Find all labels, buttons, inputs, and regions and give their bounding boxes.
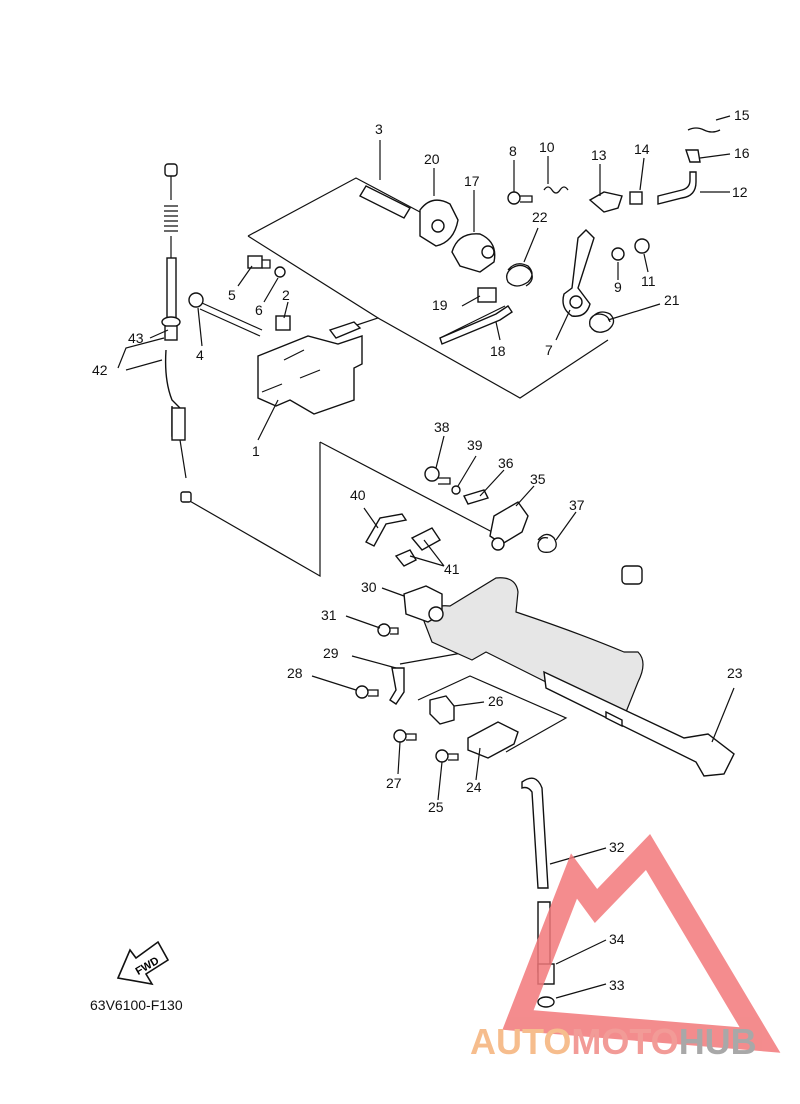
watermark: AUTOMOTOHUB: [470, 833, 781, 1062]
callout-15: 15: [734, 107, 750, 123]
callout-10: 10: [539, 139, 555, 155]
callout-35: 35: [530, 471, 546, 487]
callout-6: 6: [255, 302, 263, 318]
svg-text:AUTOMOTOHUB: AUTOMOTOHUB: [470, 1021, 757, 1062]
callout-34: 34: [609, 931, 625, 947]
callout-27: 27: [386, 775, 402, 791]
callout-22: 22: [532, 209, 548, 225]
fwd-arrow-icon: FWD: [116, 940, 170, 986]
lower-shift-group: [355, 565, 735, 1008]
callout-31: 31: [321, 607, 337, 623]
callout-37: 37: [569, 497, 585, 513]
callout-24: 24: [466, 779, 482, 795]
section-outlines: [187, 177, 609, 753]
callout-19: 19: [432, 297, 448, 313]
callout-13: 13: [591, 147, 607, 163]
callout-11: 11: [641, 273, 656, 289]
callout-29: 29: [323, 645, 339, 661]
callout-23: 23: [727, 665, 743, 681]
watermark-hub: HUB: [679, 1021, 757, 1062]
upper-bracket-group: [188, 127, 721, 415]
watermark-moto: MOTO: [571, 1021, 678, 1062]
callout-20: 20: [424, 151, 440, 167]
callout-26: 26: [488, 693, 504, 709]
callout-7: 7: [545, 342, 553, 358]
callout-14: 14: [634, 141, 650, 157]
callout-labels: 1 2 3 4 5 6 7 8 9 10 11 12 13 14 15 16 1…: [92, 107, 750, 993]
callout-42: 42: [92, 362, 108, 378]
leader-lines: [117, 115, 735, 999]
callout-38: 38: [434, 419, 450, 435]
callout-17: 17: [464, 173, 480, 189]
throttle-cable: [161, 163, 192, 503]
callout-16: 16: [734, 145, 750, 161]
callout-28: 28: [287, 665, 303, 681]
callout-3: 3: [375, 121, 383, 137]
callout-40: 40: [350, 487, 366, 503]
callout-21: 21: [664, 292, 680, 308]
callout-5: 5: [228, 287, 236, 303]
middle-link-group: [365, 466, 557, 567]
watermark-auto: AUTO: [470, 1021, 571, 1062]
callout-36: 36: [498, 455, 514, 471]
callout-33: 33: [609, 977, 625, 993]
watermark-triangle-icon: [502, 833, 781, 1053]
callout-18: 18: [490, 343, 506, 359]
callout-30: 30: [361, 579, 377, 595]
diagram-code: 63V6100-F130: [90, 997, 183, 1013]
callout-43: 43: [128, 330, 144, 346]
callout-4: 4: [196, 347, 204, 363]
callout-1: 1: [252, 443, 260, 459]
callout-9: 9: [614, 279, 622, 295]
callout-41: 41: [444, 561, 460, 577]
callout-39: 39: [467, 437, 483, 453]
callout-25: 25: [428, 799, 444, 815]
callout-8: 8: [509, 143, 517, 159]
callout-12: 12: [732, 184, 748, 200]
callout-32: 32: [609, 839, 625, 855]
callout-2: 2: [282, 287, 290, 303]
